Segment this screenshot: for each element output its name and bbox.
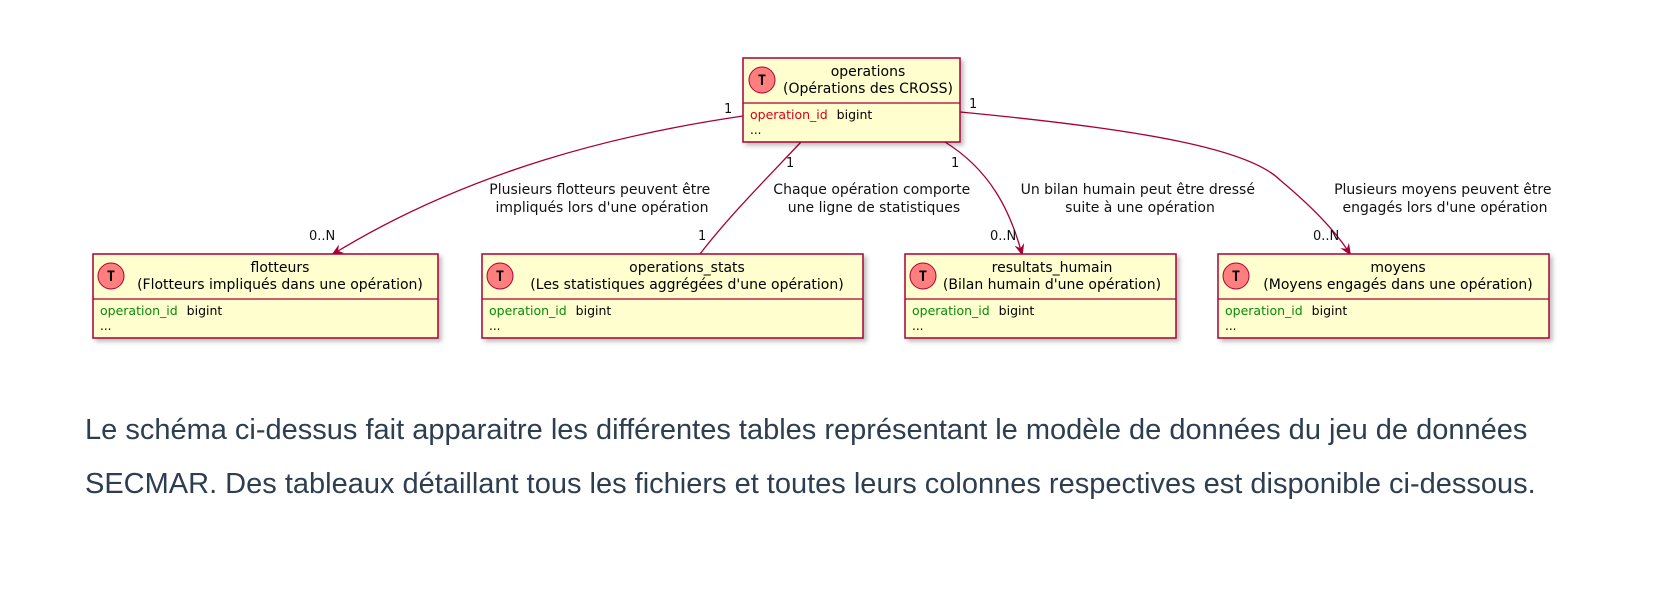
- relation-label-resultats-humain: Un bilan humain peut être dressé suite à…: [1021, 182, 1260, 216]
- entity-field: operation_id bigint: [912, 303, 1034, 318]
- entity-more: ...: [1225, 319, 1236, 333]
- entity-operations-stats: T operations_stats (Les statistiques agg…: [481, 253, 864, 339]
- svg-text:T: T: [758, 73, 766, 89]
- relation-label-operations-stats: Chaque opération comporte une ligne de s…: [773, 182, 974, 216]
- mult-moyens-target: 0..N: [1313, 229, 1339, 244]
- entity-field: operation_id bigint: [489, 303, 611, 318]
- entity-title: operations_stats: [629, 260, 745, 276]
- entity-subtitle: (Flotteurs impliqués dans une opération): [137, 277, 423, 293]
- mult-resultats-target: 0..N: [990, 229, 1016, 244]
- entity-resultats-humain: T resultats_humain (Bilan humain d'une o…: [904, 253, 1177, 339]
- entity-more: ...: [912, 319, 923, 333]
- entity-title: flotteurs: [251, 260, 310, 276]
- relation-label-flotteurs: Plusieurs flotteurs peuvent être impliqu…: [489, 182, 714, 216]
- link-moyens: [959, 111, 1352, 256]
- entity-more: ...: [489, 319, 500, 333]
- link-flotteurs: [331, 115, 744, 256]
- mult-stats-source: 1: [786, 156, 794, 171]
- entity-title: moyens: [1370, 260, 1425, 276]
- entity-title: resultats_humain: [992, 260, 1113, 276]
- entity-field: operation_id bigint: [750, 107, 872, 122]
- link-operations-stats: [699, 141, 802, 255]
- table-badge-icon: T: [486, 262, 514, 290]
- mult-resultats-source: 1: [951, 156, 959, 171]
- entity-moyens: T moyens (Moyens engagés dans une opérat…: [1217, 253, 1550, 339]
- entity-title: operations: [831, 64, 906, 80]
- table-badge-icon: T: [748, 66, 776, 94]
- er-diagram: 1 0..N 1 1 1 0..N 1 0..N Plusieurs flott…: [92, 57, 1556, 339]
- table-badge-icon: T: [97, 262, 125, 290]
- entity-more: ...: [100, 319, 111, 333]
- svg-text:T: T: [919, 269, 927, 285]
- mult-flotteurs-target: 0..N: [309, 229, 335, 244]
- mult-flotteurs-source: 1: [724, 102, 732, 117]
- entity-field: operation_id bigint: [1225, 303, 1347, 318]
- table-badge-icon: T: [1222, 262, 1250, 290]
- relation-label-moyens: Plusieurs moyens peuvent être engagés lo…: [1334, 182, 1556, 216]
- entity-subtitle: (Moyens engagés dans une opération): [1263, 277, 1532, 293]
- entity-field: operation_id bigint: [100, 303, 222, 318]
- mult-stats-target: 1: [698, 229, 706, 244]
- description-paragraph: Le schéma ci-dessus fait apparaitre les …: [85, 414, 1536, 500]
- table-badge-icon: T: [909, 262, 937, 290]
- svg-text:T: T: [1232, 269, 1240, 285]
- entity-subtitle: (Opérations des CROSS): [783, 81, 953, 97]
- mult-moyens-source: 1: [969, 97, 977, 112]
- link-resultats-humain: [944, 141, 1025, 256]
- entity-more: ...: [750, 123, 761, 137]
- entity-flotteurs: T flotteurs (Flotteurs impliqués dans un…: [92, 253, 439, 339]
- entity-subtitle: (Les statistiques aggrégées d'une opérat…: [530, 277, 843, 293]
- svg-text:T: T: [107, 269, 115, 285]
- entity-operations: T operations (Opérations des CROSS) oper…: [742, 57, 961, 143]
- svg-text:T: T: [496, 269, 504, 285]
- entity-subtitle: (Bilan humain d'une opération): [943, 277, 1161, 293]
